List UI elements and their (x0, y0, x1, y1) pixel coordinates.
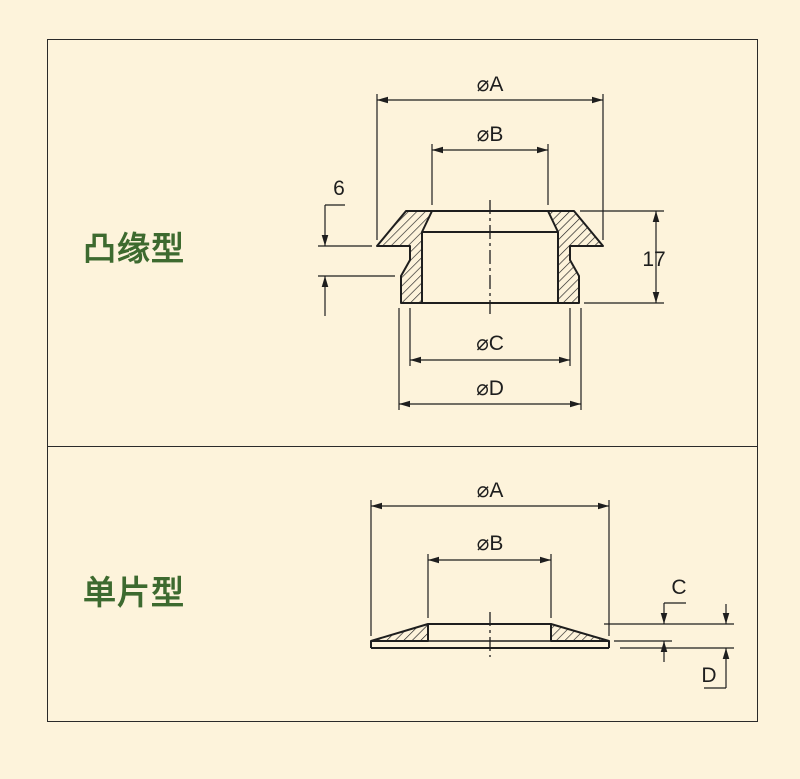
single-left-section (370, 623, 429, 642)
single-type-label: 单片型 (83, 573, 185, 612)
single-dimensions (370, 500, 734, 689)
single-right-section (550, 623, 610, 642)
flange-grommet-drawing (376, 200, 604, 316)
flange-type-label: 凸缘型 (83, 229, 185, 268)
dim-label-a-bottom: ⌀A (477, 479, 504, 502)
dim-label-d-thickness: D (701, 664, 716, 687)
dim-label-d: ⌀D (476, 377, 504, 400)
dim-label-c-thickness: C (671, 576, 686, 599)
dim-label-a-top: ⌀A (477, 73, 504, 96)
flange-right-section (547, 210, 604, 304)
flange-dimensions (318, 94, 664, 410)
drawing-frame (47, 39, 758, 722)
flange-left-section (376, 210, 433, 304)
single-grommet-drawing (370, 612, 610, 657)
dim-label-c: ⌀C (476, 332, 504, 355)
dim-label-b-bottom: ⌀B (477, 532, 504, 555)
dim-label-height: 17 (642, 248, 665, 271)
dim-label-b-top: ⌀B (477, 123, 504, 146)
dim-label-flange: 6 (333, 177, 345, 200)
panel-divider (47, 446, 758, 447)
